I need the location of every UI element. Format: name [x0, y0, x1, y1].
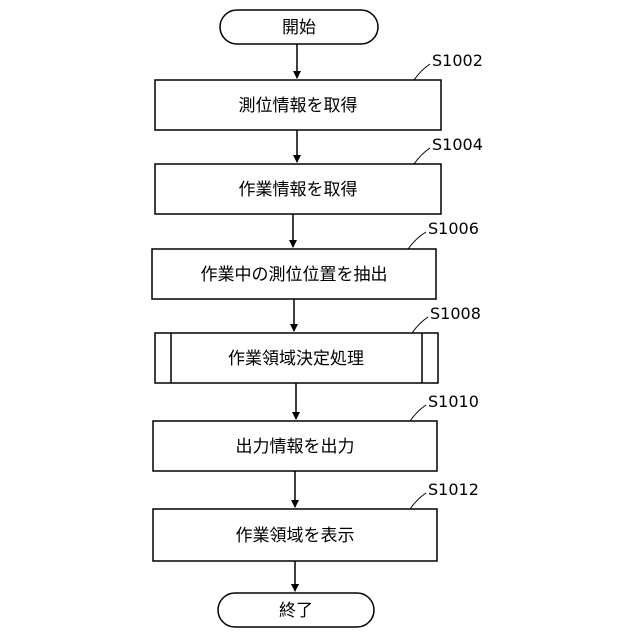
step-s1004: 作業情報を取得 S1004: [155, 135, 483, 214]
step-s1012-leader: [410, 493, 426, 509]
end-terminal: 終了: [218, 593, 374, 627]
step-s1012-id: S1012: [428, 480, 479, 499]
step-s1012-label: 作業領域を表示: [236, 526, 355, 546]
step-s1010-id: S1010: [428, 392, 479, 411]
step-s1008-label: 作業領域決定処理: [228, 349, 364, 369]
step-s1012: 作業領域を表示 S1012: [153, 480, 479, 561]
start-label: 開始: [282, 18, 316, 38]
step-s1002-leader: [414, 64, 430, 80]
step-s1008-leader: [412, 317, 428, 333]
step-s1004-label: 作業情報を取得: [239, 180, 358, 200]
step-s1002-label: 測位情報を取得: [239, 96, 358, 116]
step-s1008: 作業領域決定処理 S1008: [155, 304, 481, 383]
step-s1002: 測位情報を取得 S1002: [155, 51, 483, 130]
step-s1010: 出力情報を出力 S1010: [153, 392, 479, 471]
step-s1006-leader: [408, 232, 426, 249]
end-label: 終了: [279, 601, 313, 621]
step-s1010-leader: [410, 405, 426, 421]
start-terminal: 開始: [220, 10, 378, 44]
step-s1004-leader: [414, 148, 430, 164]
step-s1006-id: S1006: [428, 219, 479, 238]
step-s1006-label: 作業中の測位位置を抽出: [201, 265, 388, 285]
step-s1002-id: S1002: [432, 51, 483, 70]
step-s1008-id: S1008: [430, 304, 481, 323]
step-s1004-id: S1004: [432, 135, 483, 154]
step-s1006: 作業中の測位位置を抽出 S1006: [152, 219, 479, 299]
step-s1010-label: 出力情報を出力: [236, 437, 355, 457]
